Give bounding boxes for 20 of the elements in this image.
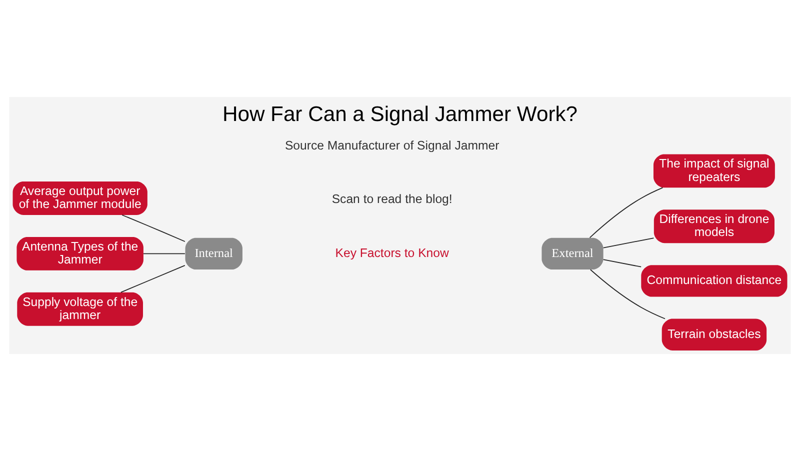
node-box: The impact of signal repeaters (653, 154, 775, 188)
node-box: Supply voltage of the jammer (17, 292, 143, 326)
diagram-title: How Far Can a Signal Jammer Work? (222, 102, 578, 126)
connector (143, 252, 186, 254)
node-box: Average output power of the Jammer module (12, 181, 148, 214)
node-box: Terrain obstacles (662, 318, 767, 350)
connector (602, 237, 654, 248)
node-box: Internal (185, 237, 242, 269)
connector (602, 258, 642, 267)
label: Scan to read the blog! (332, 192, 452, 206)
node-box: External (542, 237, 604, 269)
label: Key Factors to Know (335, 245, 449, 260)
node-box: Differences in drone models (654, 209, 774, 243)
node-box: Communication distance (641, 264, 788, 296)
label: Source Manufacturer of Signal Jammer (284, 138, 500, 152)
connector (590, 268, 666, 319)
connector (122, 214, 186, 242)
connector (120, 264, 186, 292)
connector (589, 186, 664, 238)
node-box: Antenna Types of the Jammer (16, 236, 144, 270)
